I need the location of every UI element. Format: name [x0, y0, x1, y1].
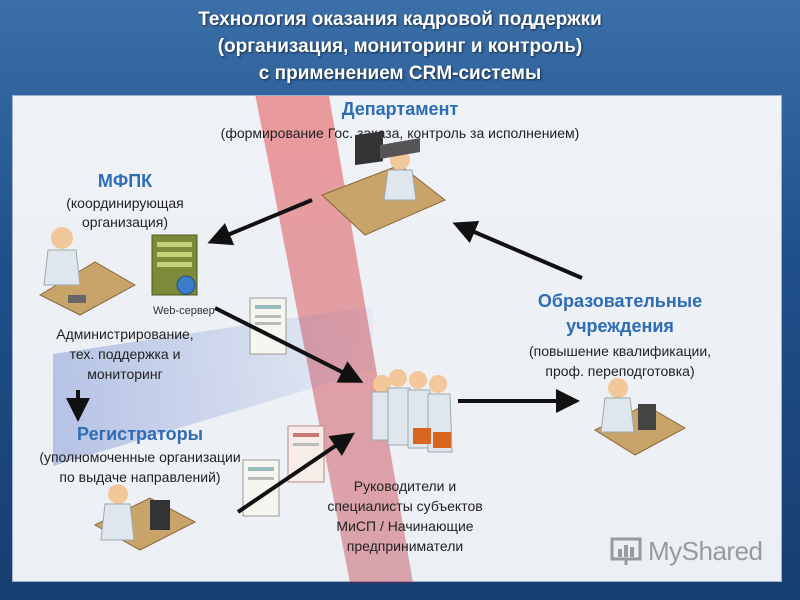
department-heading: Департамент	[341, 99, 459, 119]
education-description-1: (повышение квалификации,	[528, 343, 712, 359]
admin-line-3: мониторинг	[87, 366, 163, 382]
admin-line-1: Администрирование,	[56, 326, 194, 342]
mfpk-heading: МФПК	[97, 171, 153, 191]
education-worker-icon	[593, 378, 687, 456]
slide-title: Технология оказания кадровой поддержки (…	[100, 6, 700, 87]
registrators-description-1: (уполномоченные организации	[39, 449, 241, 465]
title-line-3: с применением CRM-системы	[258, 63, 542, 84]
arrow-registrators-to-leaders	[236, 432, 355, 514]
title-line-1: Технология оказания кадровой поддержки	[198, 9, 602, 30]
education-heading-1: Образовательные	[537, 291, 703, 311]
title-line-2: (организация, мониторинг и контроль)	[217, 36, 583, 57]
arrow-education-to-department	[452, 221, 583, 280]
leaders-line-4: предприниматели	[346, 538, 464, 554]
certificate-icon	[249, 297, 287, 355]
education-description-2: проф. переподготовка)	[545, 363, 695, 379]
watermark-logo: MyShared	[610, 533, 763, 569]
education-heading-2: учреждения	[566, 316, 674, 336]
mfpk-worker-icon	[38, 227, 137, 316]
web-server-icon	[151, 234, 198, 296]
mfpk-description-2: организация)	[82, 214, 168, 230]
leaders-line-2: специалисты субъектов	[327, 498, 483, 514]
admin-line-2: тех. поддержка и	[69, 346, 181, 362]
registrators-description-2: по выдаче направлений)	[59, 469, 221, 485]
arrow-mfpk-to-leaders	[214, 306, 364, 383]
leaders-line-3: МиСП / Начинающие	[336, 518, 474, 534]
department-worker-icon	[321, 131, 446, 236]
leaders-line-1: Руководители и	[353, 478, 457, 494]
registrators-worker-icon	[93, 484, 197, 551]
watermark-text: MyShared	[648, 535, 763, 566]
mfpk-description-1: (координирующая	[66, 195, 184, 211]
myshared-logo-icon	[610, 537, 642, 565]
registrators-heading: Регистраторы	[77, 424, 203, 444]
arrow-department-to-mfpk	[207, 198, 313, 246]
department-description: (формирование Гос. заказа, контроль за и…	[220, 125, 580, 141]
leaders-group-icon	[371, 369, 453, 453]
web-server-label: Web-сервер	[153, 305, 215, 317]
